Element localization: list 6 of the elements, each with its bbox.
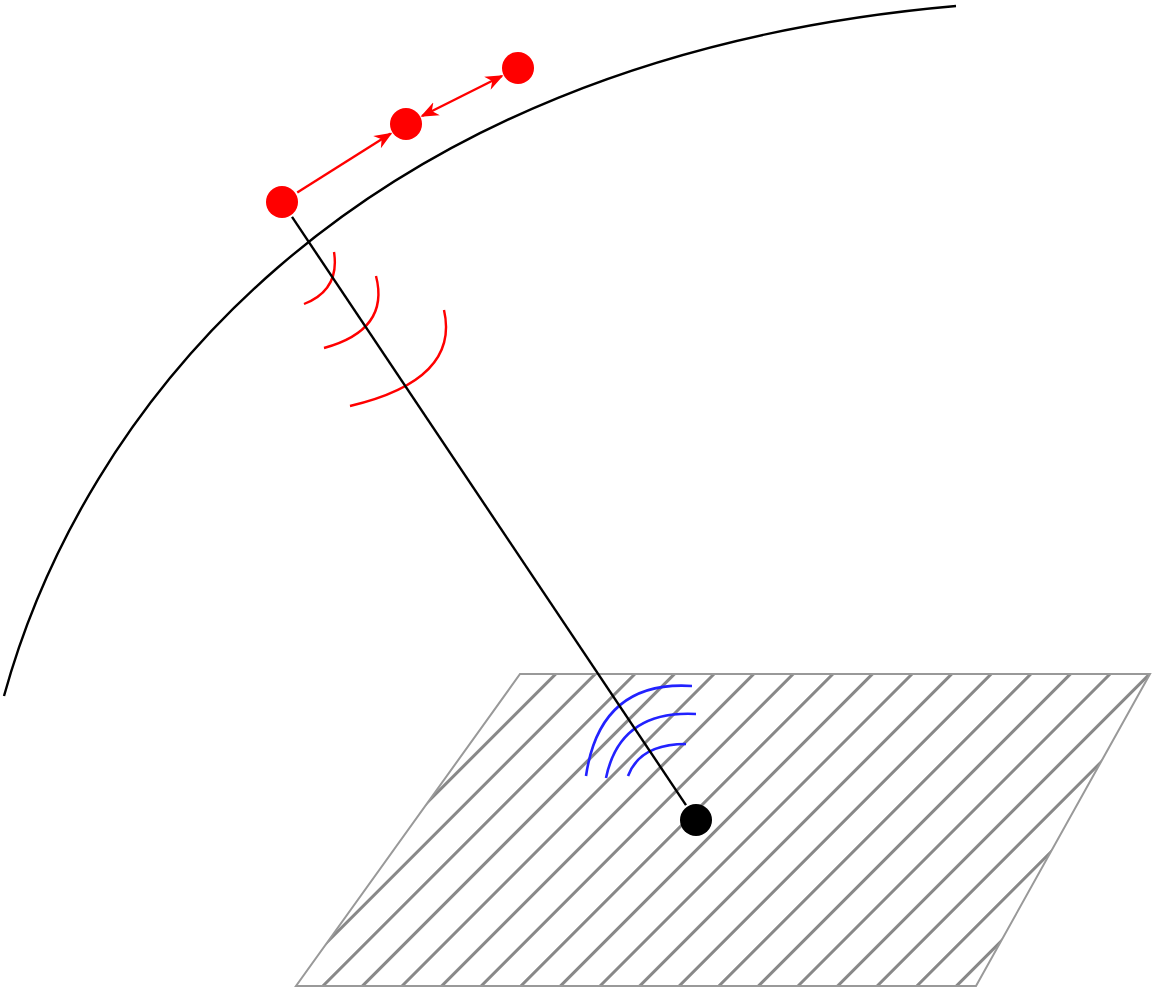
dot [502,52,534,84]
dot [266,186,298,218]
dot [390,108,422,140]
connector-line [291,216,687,806]
arrow [296,132,393,194]
arrow [420,74,504,118]
